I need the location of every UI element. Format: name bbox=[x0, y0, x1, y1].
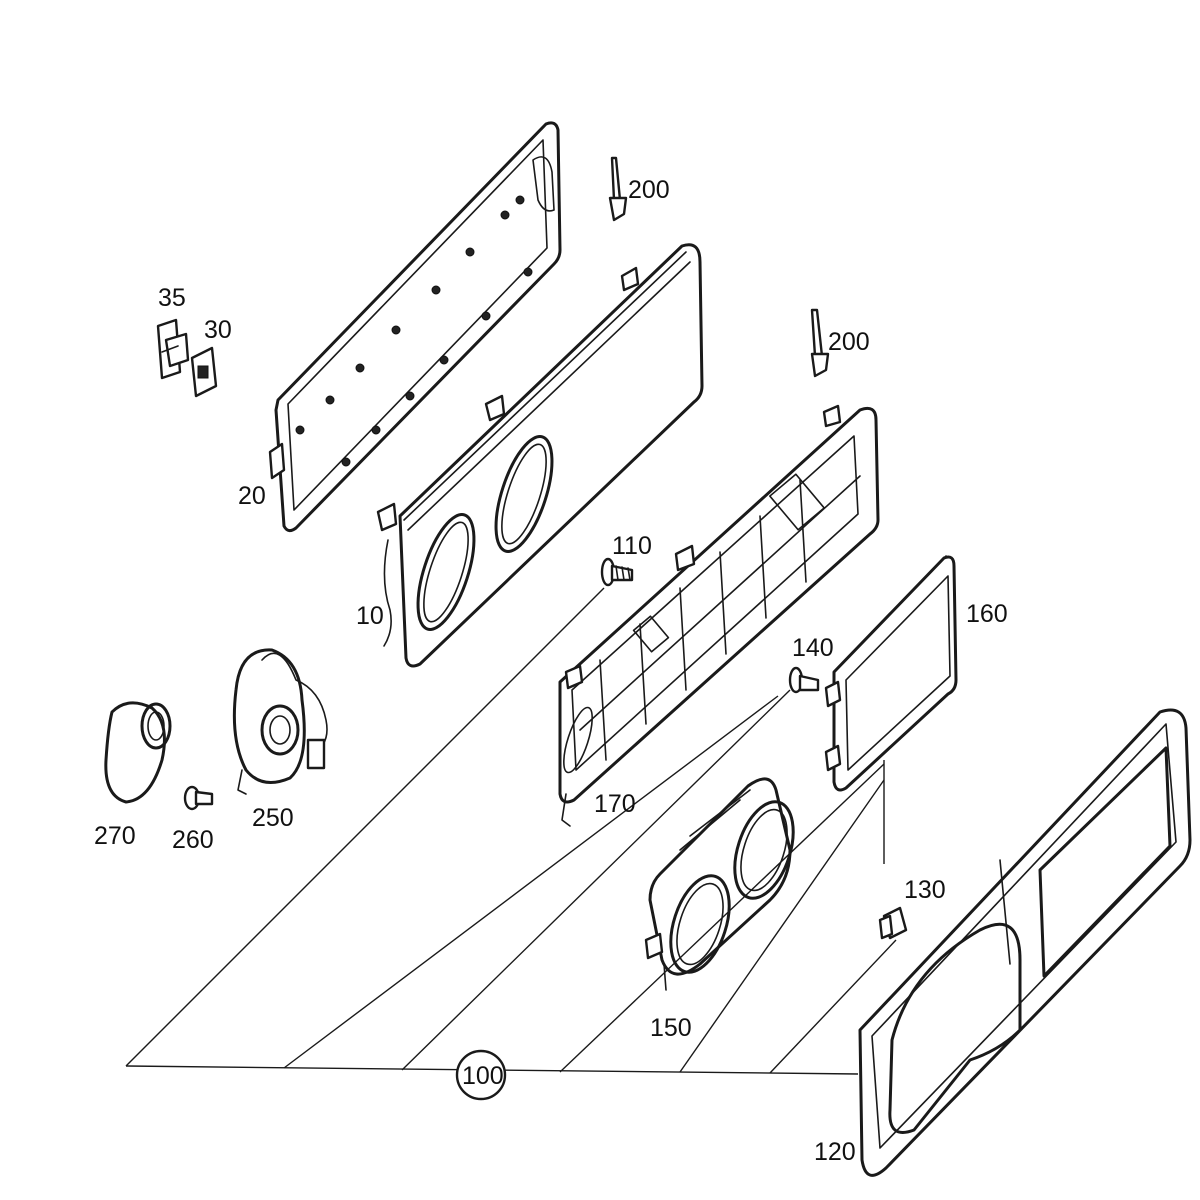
callout-130: 130 bbox=[904, 876, 946, 904]
part-250-motor bbox=[232, 648, 328, 795]
part-30-clip bbox=[190, 346, 218, 398]
part-260-screw bbox=[183, 785, 214, 811]
callout-30: 30 bbox=[204, 316, 232, 344]
callout-35: 35 bbox=[158, 284, 186, 312]
callout-260: 260 bbox=[172, 826, 214, 854]
part-200-screw-lower bbox=[810, 308, 830, 378]
callout-170: 170 bbox=[594, 790, 636, 818]
callout-200-upper: 200 bbox=[628, 176, 670, 204]
part-200-screw-upper bbox=[608, 156, 628, 222]
callout-200-lower: 200 bbox=[828, 328, 870, 356]
callout-270: 270 bbox=[94, 822, 136, 850]
callout-160: 160 bbox=[966, 600, 1008, 628]
callout-100-circle bbox=[455, 1049, 507, 1101]
part-110-screw bbox=[600, 557, 634, 587]
part-20-gasket-frame bbox=[268, 121, 562, 533]
part-120-console bbox=[858, 708, 1192, 1177]
callout-120: 120 bbox=[814, 1138, 856, 1166]
leader-lines bbox=[125, 587, 897, 1075]
part-35-clip bbox=[156, 318, 190, 380]
part-170-bracket bbox=[558, 404, 880, 827]
part-10-control-panel bbox=[376, 243, 704, 668]
callout-100: 100 bbox=[462, 1062, 504, 1090]
callout-10: 10 bbox=[356, 602, 384, 630]
callout-150: 150 bbox=[650, 1014, 692, 1042]
callout-250: 250 bbox=[252, 804, 294, 832]
part-160-display-board bbox=[824, 555, 958, 792]
part-140-screw bbox=[788, 666, 820, 694]
callout-20: 20 bbox=[238, 482, 266, 510]
part-270-ring bbox=[104, 701, 172, 804]
part-130-clip bbox=[878, 906, 908, 940]
callout-140: 140 bbox=[792, 634, 834, 662]
callout-110: 110 bbox=[612, 532, 652, 560]
part-150-knob-assembly bbox=[644, 777, 795, 991]
